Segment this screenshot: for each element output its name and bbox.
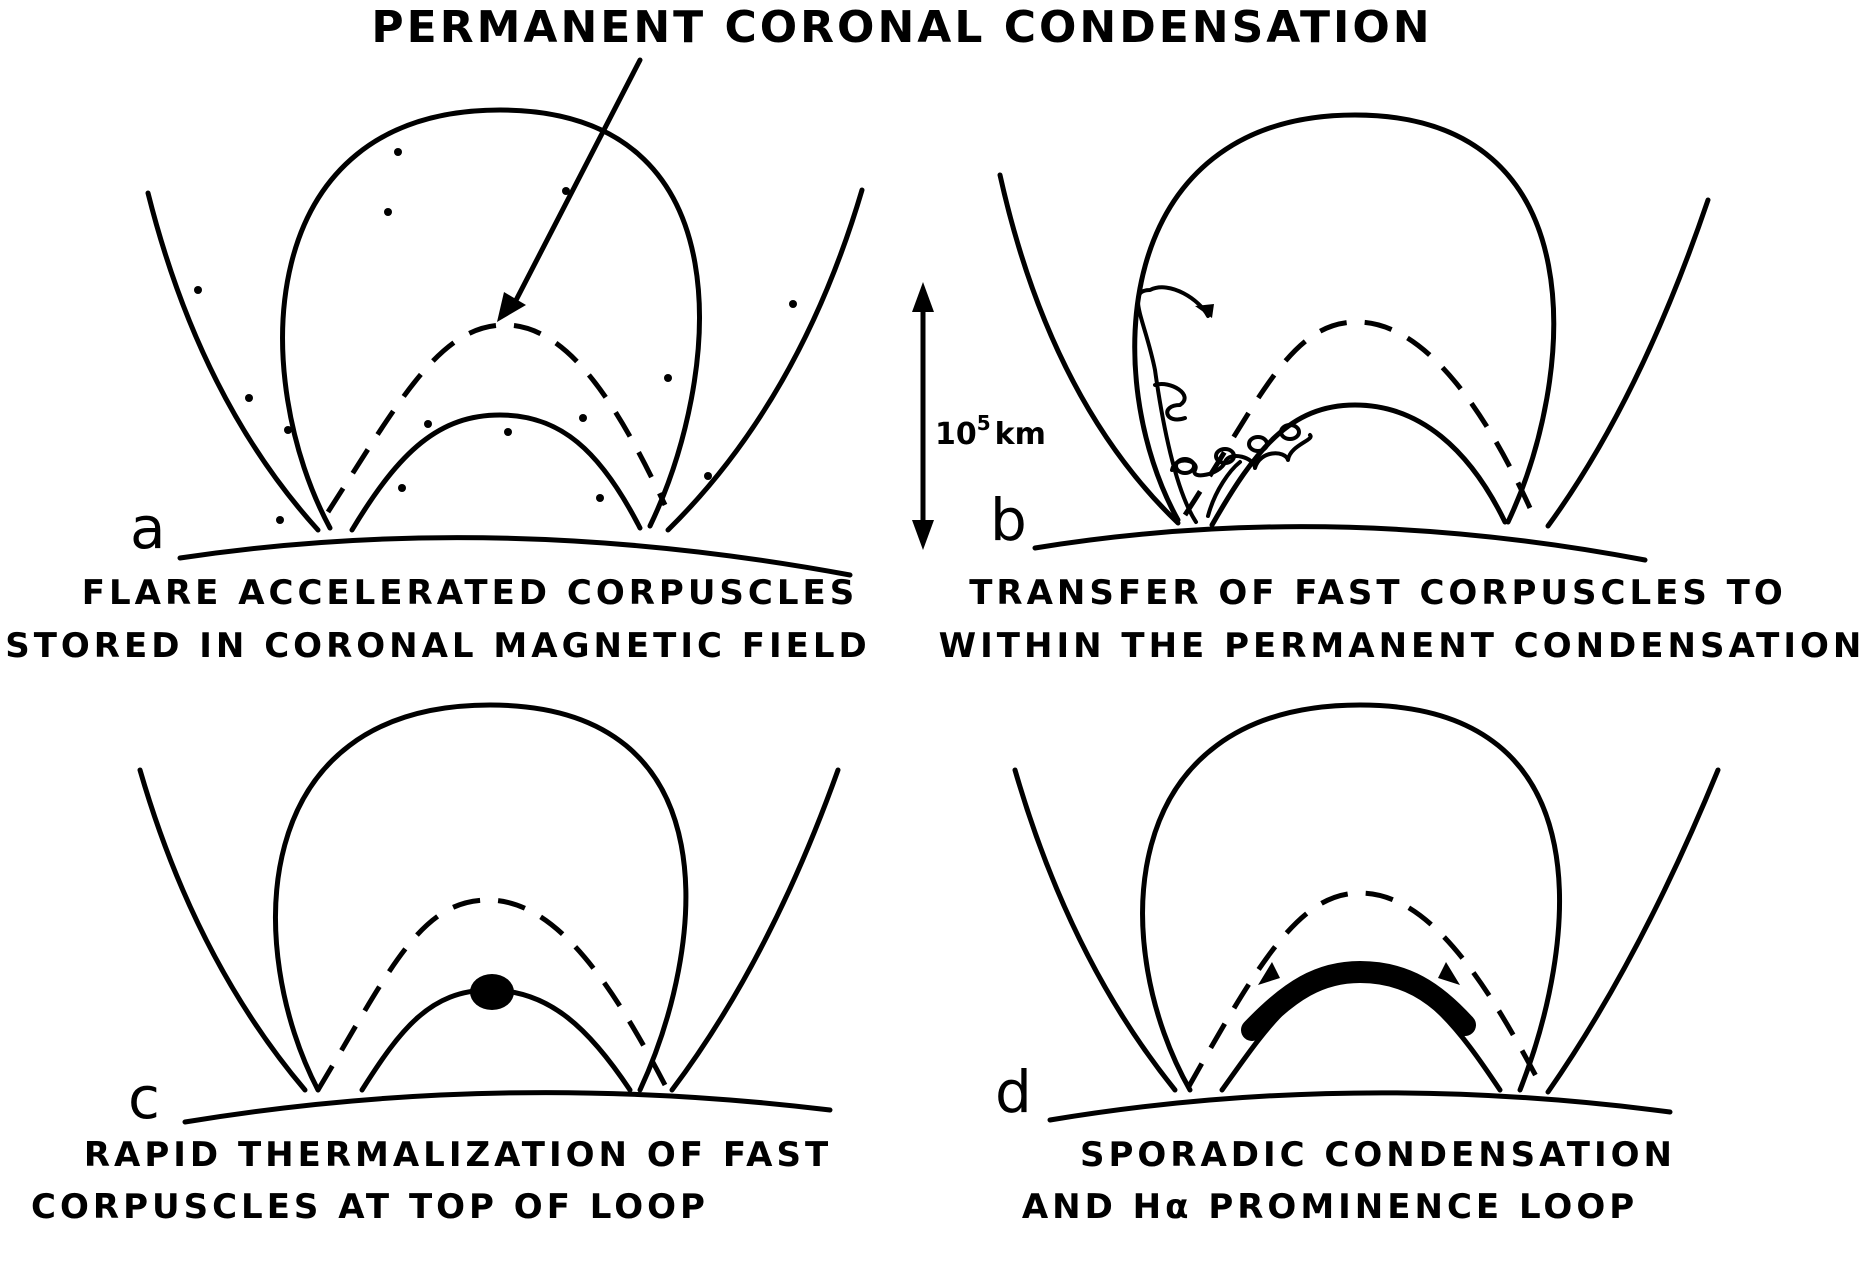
corpuscle-loops [1174,423,1301,475]
outer-magnetic-loop [273,702,689,1093]
corpuscle-trajectory [1135,285,1313,524]
solar-surface [1032,524,1648,563]
open-field-line-left [1012,767,1178,1093]
panel-caption-line-2: CORPUSCLES AT TOP OF LOOP [31,1187,709,1227]
outer-magnetic-loop [1132,112,1557,525]
panel-letter: c [128,1064,160,1132]
solar-surface [177,535,853,578]
open-field-line-right [665,187,865,533]
open-field-line-left [145,190,321,533]
permanent-condensation-loop [315,897,668,1092]
arrowhead-icon [1258,962,1280,985]
permanent-condensation-loop [325,322,668,514]
panel-caption-line-2: STORED IN CORONAL MAGNETIC FIELD [5,626,871,666]
inner-magnetic-loop [1209,402,1508,528]
inner-magnetic-loop [349,412,643,533]
open-field-line-right [1545,197,1711,529]
open-field-line-right [1545,767,1721,1095]
solar-surface [1047,1090,1673,1123]
panel-letter: a [130,494,166,562]
open-field-line-right [669,767,841,1093]
panel-c: c RAPID THERMALIZATION OF FAST CORPUSCLE… [31,702,841,1227]
outer-magnetic-loop [280,107,702,531]
panel-caption-line-1: FLARE ACCELERATED CORPUSCLES [82,573,859,613]
panel-caption-line-1: RAPID THERMALIZATION OF FAST [84,1135,832,1175]
outer-magnetic-loop [1140,702,1563,1093]
corpuscle-dots [194,148,797,524]
solar-surface [182,1090,833,1125]
thermalized-blob [470,974,514,1010]
permanent-condensation-loop [1185,890,1541,1090]
panel-b: b TRANSFER OF FAST CORPUSCLES TO WITHIN … [939,112,1866,666]
panel-caption-line-2: WITHIN THE PERMANENT CONDENSATION [939,626,1866,666]
panel-d: d SPORADIC CONDENSATION AND Hα PROMINENC… [995,702,1721,1227]
panel-a: a FLARE ACCELERATED CORPUSCLES STORED IN… [5,107,871,666]
panel-letter: d [995,1058,1032,1126]
h-alpha-prominence-loop [1241,960,1476,1041]
open-field-line-left [137,767,308,1093]
title-pointer-arrow [497,57,643,322]
arrowhead-icon [1438,962,1460,985]
panel-caption-line-1: SPORADIC CONDENSATION [1080,1135,1676,1175]
permanent-condensation-loop [1182,319,1533,517]
figure-title: PERMANENT CORONAL CONDENSATION [371,2,1432,53]
panel-caption-line-2: AND Hα PROMINENCE LOOP [1022,1187,1638,1227]
open-field-line-left [997,172,1181,526]
arrowhead-icon [1195,304,1214,318]
panel-letter: b [990,486,1027,554]
panel-caption-line-1: TRANSFER OF FAST CORPUSCLES TO [969,573,1787,613]
